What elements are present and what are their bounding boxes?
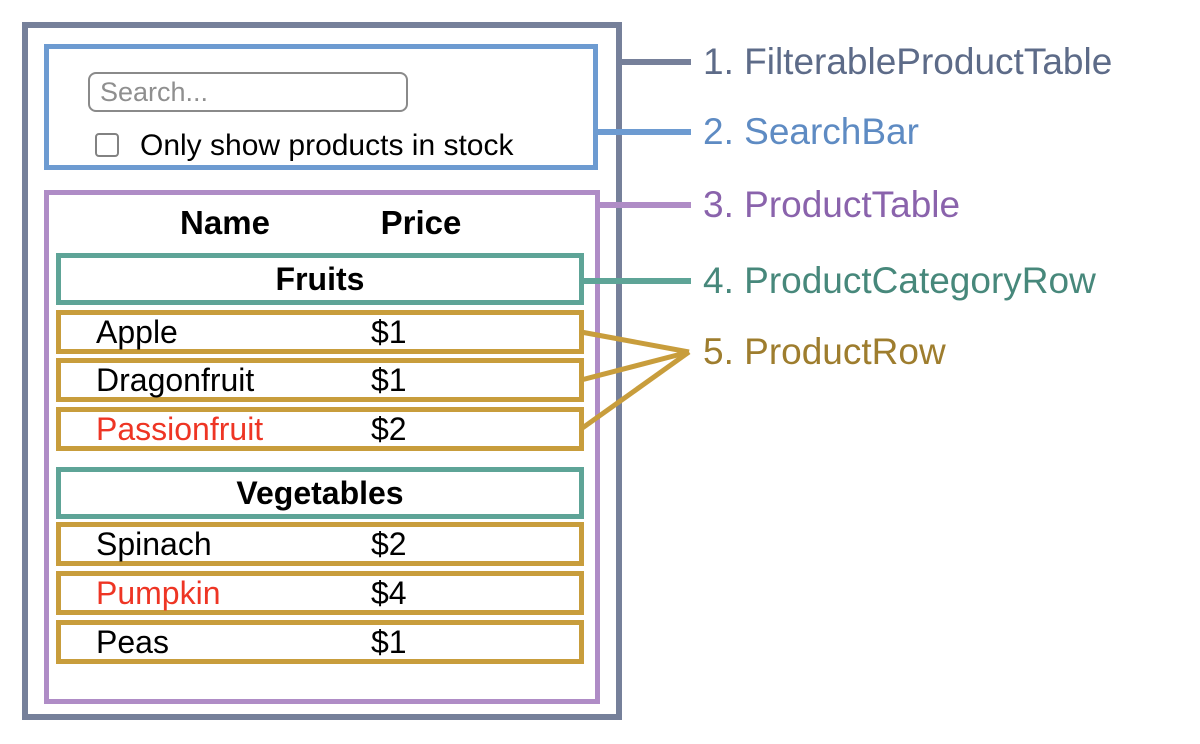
product-price: $1 [371,314,407,350]
product-row: Pumpkin $4 [56,571,584,615]
annotation-product-table: 3. ProductTable [703,184,961,225]
annotation-product-category-row: 4. ProductCategoryRow [703,260,1096,301]
product-name: Pumpkin [96,575,221,611]
product-name: Passionfruit [96,411,264,447]
product-price: $2 [371,411,407,447]
annotation-product-row: 5. ProductRow [703,331,946,372]
in-stock-checkbox[interactable] [95,133,119,157]
product-price: $2 [371,526,407,562]
product-price: $1 [371,624,407,660]
search-input[interactable] [88,72,408,112]
product-name: Apple [96,314,178,350]
product-row: Dragonfruit $1 [56,358,584,402]
product-name: Peas [96,624,169,660]
product-row: Spinach $2 [56,522,584,566]
category-row-fruits: Fruits [56,253,584,305]
column-header-name: Name [180,204,270,241]
annotation-search-bar: 2. SearchBar [703,111,919,152]
column-header-price: Price [380,204,462,241]
category-row-vegetables: Vegetables [56,467,584,519]
product-price: $4 [371,575,407,611]
in-stock-checkbox-label: Only show products in stock [140,129,514,162]
product-row: Peas $1 [56,620,584,664]
product-name: Dragonfruit [96,362,255,398]
product-price: $1 [371,362,407,398]
annotation-filterable-product-table: 1. FilterableProductTable [703,41,1113,82]
product-name: Spinach [96,526,212,562]
product-row: Passionfruit $2 [56,407,584,451]
product-row: Apple $1 [56,310,584,354]
